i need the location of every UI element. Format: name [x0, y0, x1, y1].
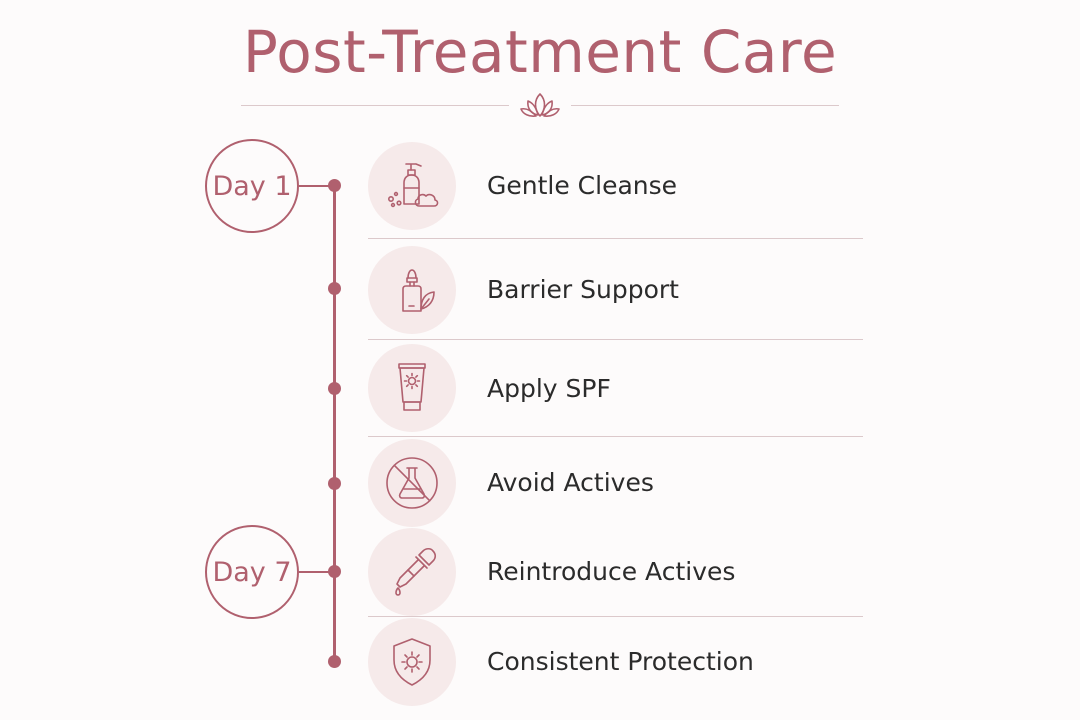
day-7-badge: Day 7 [205, 525, 299, 619]
step-label: Consistent Protection [487, 647, 754, 676]
step-divider [368, 436, 863, 437]
day-1-connector [299, 185, 329, 187]
step-label: Apply SPF [487, 374, 611, 403]
timeline-dot [328, 655, 341, 668]
sun-shield-icon [368, 618, 456, 706]
timeline-dot [328, 282, 341, 295]
soap-bottle-icon [368, 142, 456, 230]
step-label: Gentle Cleanse [487, 171, 678, 200]
header-rule-right [571, 105, 839, 106]
step-divider [368, 339, 863, 340]
timeline-dot [328, 565, 341, 578]
timeline-line [333, 185, 336, 663]
timeline-dot [328, 179, 341, 192]
page-title: Post-Treatment Care [242, 18, 838, 86]
day-1-badge: Day 1 [205, 139, 299, 233]
no-flask-icon [368, 439, 456, 527]
day-7-connector [299, 571, 329, 573]
step-divider [368, 238, 863, 239]
day-7-label: Day 7 [212, 556, 292, 588]
sunscreen-tube-icon [368, 344, 456, 432]
day-1-label: Day 1 [212, 170, 292, 202]
step-divider [368, 616, 863, 617]
serum-bottle-leaf-icon [368, 246, 456, 334]
timeline-dot [328, 382, 341, 395]
step-label: Avoid Actives [487, 468, 654, 497]
header-rule-left [241, 105, 509, 106]
timeline-dot [328, 477, 341, 490]
step-label: Reintroduce Actives [487, 557, 736, 586]
dropper-icon [368, 528, 456, 616]
lotus-icon [520, 93, 560, 117]
step-label: Barrier Support [487, 275, 679, 304]
